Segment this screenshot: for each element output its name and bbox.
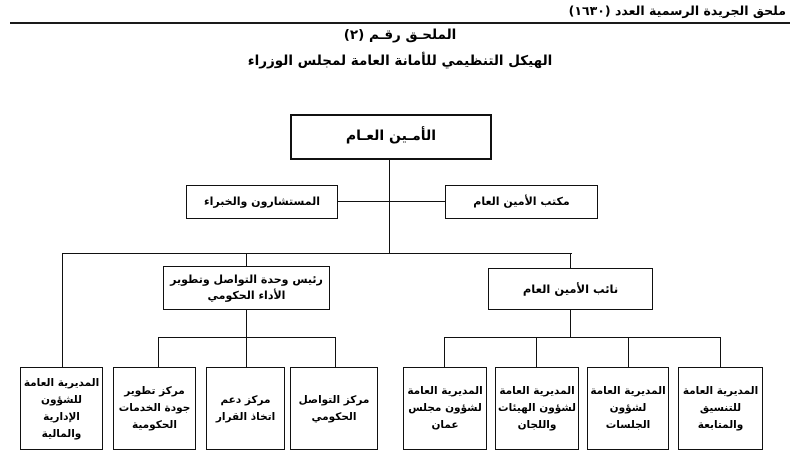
node-secretary-general[interactable]: الأمـين العـام xyxy=(290,114,492,160)
page-subtitle: الهيكل التنظيمي للأمانة العامة لمجلس الو… xyxy=(247,53,553,69)
connector-root-stem-lower xyxy=(389,202,391,254)
connector-leaf7-drop xyxy=(628,337,630,367)
connector-deputy-bus xyxy=(444,337,721,339)
header-divider xyxy=(10,22,790,24)
connector-leaf4-drop xyxy=(335,337,337,367)
leaf8-line2: للتنسيق والمتابعة xyxy=(697,402,744,431)
leaf6-line3: الهيئات واللجان xyxy=(498,402,557,431)
connector-deputy-stem xyxy=(570,310,572,338)
node-advisors-and-experts-label: المستشارون والخبراء xyxy=(203,195,321,209)
connector-deputy-drop xyxy=(570,253,572,268)
leaf2-line1: مركز تطوير xyxy=(124,385,185,397)
connector-root-stem xyxy=(389,160,391,202)
leaf5-line3: مجلس عمان xyxy=(408,402,459,431)
node-directorate-authorities-committees-affairs[interactable]: المديرية العامة لشؤون الهيئات واللجان xyxy=(495,367,579,450)
node-advisors-and-experts[interactable]: المستشارون والخبراء xyxy=(186,185,338,219)
connector-leaf3-drop xyxy=(246,337,248,367)
leaf8-line1: المديرية العامة xyxy=(682,385,759,397)
node-head-of-communication-and-government-performance-unit[interactable]: رئيس وحدة التواصل وتطوير الأداء الحكومي xyxy=(163,266,330,310)
node-directorate-coordination-follow-up[interactable]: المديرية العامة للتنسيق والمتابعة xyxy=(678,367,763,450)
leaf2-line3: الحكومية xyxy=(132,419,177,431)
leaf1-line1: المديرية xyxy=(57,376,100,389)
leaf7-line2: لشؤون الجلسات xyxy=(605,402,651,431)
leaf7-line1: المديرية العامة xyxy=(590,385,666,397)
leaf1-line3: الإدارية والمالية xyxy=(41,410,82,440)
connector-unit-stem xyxy=(246,310,248,338)
leaf6-line2: لشؤون xyxy=(539,402,576,414)
leaf4-line1: مركز التواصل xyxy=(298,393,370,406)
connector-unit-drop xyxy=(246,253,248,266)
connector-admin-finance-drop xyxy=(62,253,64,367)
leaf3-line1: مركز دعم xyxy=(220,393,271,406)
node-directorate-oman-council-affairs[interactable]: المديرية العامة لشؤون مجلس عمان xyxy=(403,367,487,450)
node-office-of-secretary-general[interactable]: مكتب الأمين العام xyxy=(445,185,598,219)
node-directorate-sessions-affairs[interactable]: المديرية العامة لشؤون الجلسات xyxy=(587,367,669,450)
page-header: ملحق الجريدة الرسمية العدد (١٦٣٠) xyxy=(0,0,800,24)
leaf5-line1: المديرية العامة xyxy=(407,385,483,397)
leaf2-line2: جودة الخدمات xyxy=(118,402,191,414)
connector-office-link xyxy=(389,201,445,203)
node-government-communication-center[interactable]: مركز التواصل الحكومي xyxy=(290,367,378,450)
node-unit-label-line1: رئيس وحدة التواصل وتطوير xyxy=(170,273,323,287)
gazette-supplement-label: ملحق الجريدة الرسمية العدد (١٦٣٠) xyxy=(568,3,786,18)
leaf5-line2: لشؤون xyxy=(445,402,482,414)
page-title: الملحـق رقـم (٢) xyxy=(343,27,457,43)
node-decision-support-center[interactable]: مركز دعم اتخاذ القرار xyxy=(206,367,285,450)
connector-leaf8-drop xyxy=(720,337,722,367)
node-center-government-services-quality-development[interactable]: مركز تطوير جودة الخدمات الحكومية xyxy=(113,367,196,450)
leaf6-line1: المديرية العامة xyxy=(499,385,575,397)
connector-leaf2-drop xyxy=(158,337,160,367)
connector-main-bus xyxy=(62,253,572,255)
connector-leaf5-drop xyxy=(444,337,446,367)
connector-advisors-link xyxy=(338,201,390,203)
node-directorate-administrative-financial-affairs[interactable]: المديرية العامة للشؤون الإدارية والمالية xyxy=(20,367,103,450)
connector-leaf6-drop xyxy=(536,337,538,367)
node-unit-label-line2: الأداء الحكومي xyxy=(207,289,286,302)
leaf1-line2: العامة للشؤون xyxy=(23,376,82,406)
node-deputy-secretary-general[interactable]: نائب الأمين العام xyxy=(488,268,653,310)
node-office-of-secretary-general-label: مكتب الأمين العام xyxy=(473,195,570,209)
leaf4-line2: الحكومي xyxy=(311,410,357,423)
node-deputy-secretary-general-label: نائب الأمين العام xyxy=(522,281,619,296)
leaf3-line2: اتخاذ القرار xyxy=(215,410,276,423)
node-secretary-general-label: الأمـين العـام xyxy=(345,128,437,145)
